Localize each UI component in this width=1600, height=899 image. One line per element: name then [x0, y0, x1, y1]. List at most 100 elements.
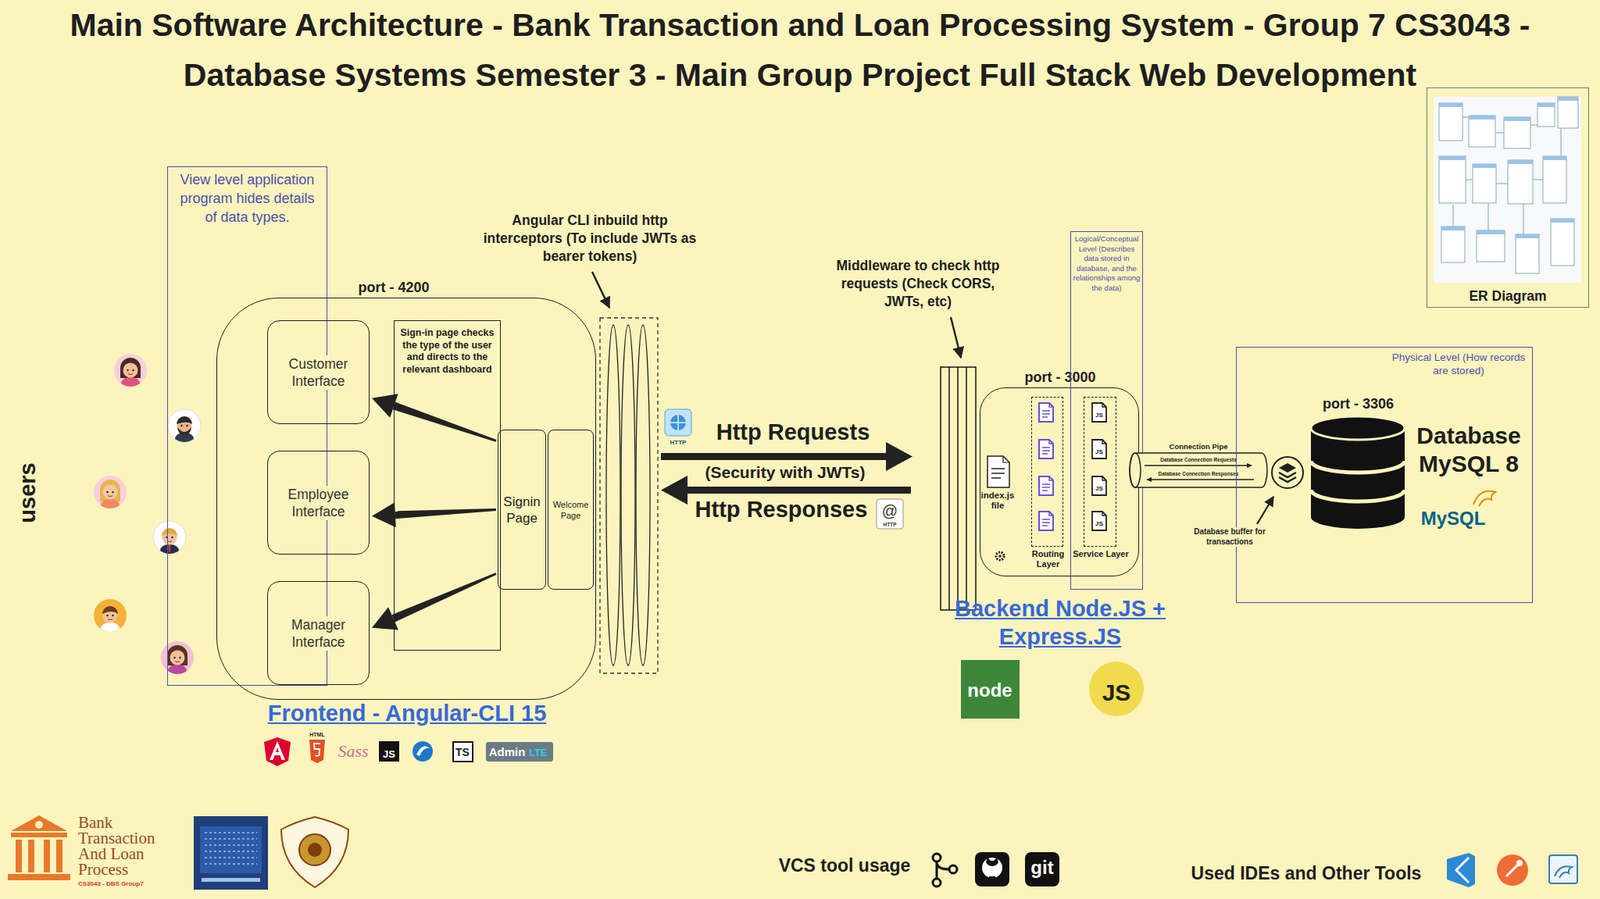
side-label: users — [14, 457, 41, 529]
user-avatar — [103, 485, 118, 500]
sign-in-logic-box: Sign-in page checks the type of the user… — [393, 320, 501, 651]
diagram-title: Main Software Architecture - Bank Transa… — [18, 0, 1582, 100]
node-label: Customer Interface — [267, 355, 369, 390]
tool-logo — [949, 865, 958, 874]
user-avatar — [178, 657, 181, 659]
er-thumbnail — [1439, 103, 1463, 108]
mysql-dolphin — [1473, 491, 1496, 507]
user-avatar — [107, 619, 113, 621]
project-logo — [7, 874, 71, 881]
user-avatar — [93, 599, 127, 633]
middleware-stack — [940, 367, 976, 611]
database-node: port - 3306Database MySQL 8 — [1305, 395, 1529, 536]
project-logo — [204, 832, 258, 865]
pipe-arrow — [1144, 464, 1248, 466]
user-avatar — [175, 661, 180, 663]
database-cylinder — [1310, 460, 1405, 473]
node-label: ER Diagram — [1427, 287, 1589, 305]
user-avatar — [100, 622, 120, 633]
er-thumbnail — [1468, 115, 1496, 120]
tool-logo — [1549, 855, 1578, 884]
node-label: Signin Page — [498, 493, 546, 527]
flow-label: (Security with JWTs) — [687, 463, 883, 483]
user-avatar — [132, 369, 134, 372]
user-avatar — [114, 353, 147, 387]
routing-layer-box: Routing Layer — [1031, 396, 1064, 547]
project-logo — [35, 821, 43, 829]
er-thumbnail — [1515, 234, 1540, 274]
database-cylinder — [1310, 416, 1405, 440]
tech-logo — [1089, 661, 1144, 717]
er-thumbnail — [1439, 96, 1579, 274]
tech-logo — [485, 742, 554, 762]
http-icon — [664, 409, 692, 436]
tool-logo — [1496, 854, 1529, 886]
user-avatar — [167, 645, 188, 666]
tool-logo — [985, 857, 999, 884]
tech-logo — [264, 737, 291, 767]
project-logo — [43, 839, 50, 873]
http-icon — [670, 414, 686, 431]
tool-logo — [936, 861, 950, 879]
node-label: Welcome Page — [548, 499, 593, 522]
icon-text: JS — [1091, 411, 1108, 419]
tool-logo — [1506, 864, 1519, 877]
http-arrow — [660, 442, 913, 505]
icon-text: JS — [1091, 520, 1108, 528]
physical-level-box: Physical Level (How records are stored)p… — [1235, 346, 1533, 604]
tech-logo — [453, 742, 473, 762]
interceptor-stack — [621, 325, 636, 666]
er-thumbnail — [1550, 218, 1575, 266]
interceptor-stack — [635, 325, 650, 666]
annotation: Middleware to check http requests (Check… — [828, 257, 1008, 311]
buffer-icon — [1278, 472, 1297, 478]
node-label: Database Connection Requests — [1139, 457, 1258, 464]
pipe-arrow — [1150, 478, 1254, 480]
tool-logo — [932, 852, 1578, 888]
tech-logo — [309, 739, 325, 764]
user-avatar — [167, 409, 201, 443]
file-icon — [1092, 476, 1107, 496]
user-avatar — [93, 475, 127, 509]
user-avatar — [93, 475, 127, 509]
interface-box: Manager Interface — [267, 581, 370, 686]
node-label: Frontend - Angular-CLI 15 — [201, 700, 613, 727]
arrow-shaft — [392, 402, 497, 443]
arrow-connector — [371, 572, 497, 630]
user-avatar — [126, 369, 129, 372]
er-thumbnail — [1503, 117, 1531, 122]
project-logo — [281, 817, 349, 888]
node-label: Service Layer — [1072, 549, 1129, 560]
er-thumbnail — [1507, 160, 1533, 204]
user-avatar — [120, 357, 141, 379]
user-avatar — [160, 544, 179, 554]
er-thumbnail — [1439, 156, 1466, 204]
project-logo — [28, 839, 35, 873]
user-avatar — [106, 614, 108, 617]
project-logo — [193, 816, 268, 890]
er-thumbnail — [1542, 156, 1567, 161]
user-avatar — [176, 416, 193, 425]
er-thumbnail — [1433, 96, 1582, 283]
user-avatar — [171, 536, 173, 539]
arrow-connector — [371, 502, 497, 528]
er-thumbnail — [1476, 230, 1505, 235]
node-label: View level application program hides det… — [167, 167, 327, 227]
user-avatar — [106, 491, 108, 493]
logo-text: TS — [452, 746, 473, 759]
user-avatar — [100, 499, 120, 509]
node-label: port - 4200 — [315, 278, 472, 297]
footer-label: VCS tool usage — [754, 854, 935, 877]
project-logo — [299, 834, 331, 866]
middleware-stack — [940, 367, 976, 611]
logo-text: MySQL — [1414, 507, 1493, 530]
file-icon — [1092, 403, 1107, 422]
signin-page-box: Signin Page — [497, 429, 547, 590]
user-avatar — [153, 521, 186, 554]
user-avatar — [93, 353, 201, 675]
tech-logo — [412, 741, 433, 762]
er-thumbnail — [1439, 103, 1463, 141]
file-icon — [987, 403, 1107, 561]
user-avatar — [128, 374, 133, 375]
er-thumbnail — [1537, 103, 1555, 108]
